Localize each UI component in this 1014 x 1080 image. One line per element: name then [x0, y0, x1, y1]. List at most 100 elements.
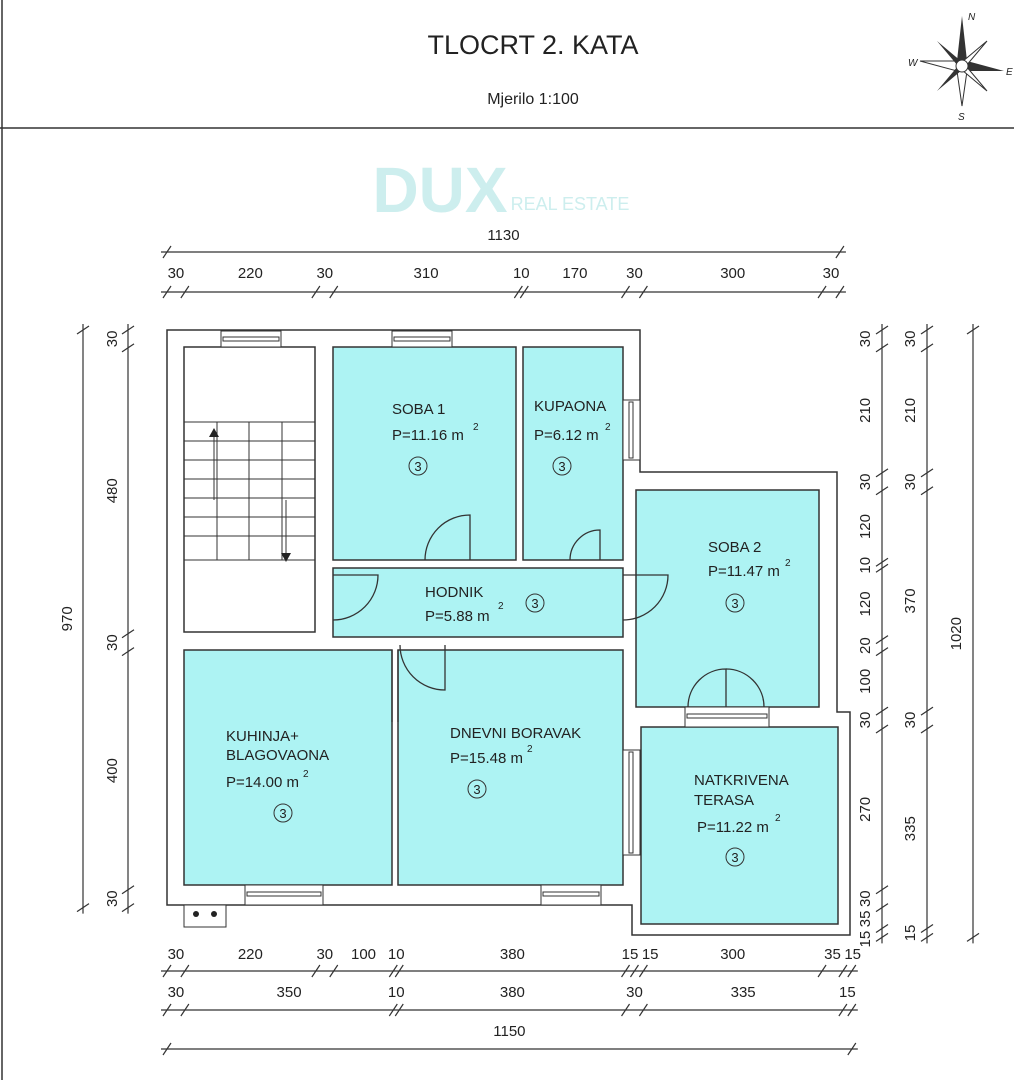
dimension-tick: [621, 964, 631, 978]
dimension-label: 30: [902, 474, 919, 491]
page-title: TLOCRT 2. KATA: [427, 30, 638, 60]
svg-text:2: 2: [473, 422, 479, 433]
dimension-tick: [329, 964, 339, 978]
dimension-tick: [162, 245, 172, 259]
dimension-tick: [920, 923, 934, 933]
dimension-label: 350: [277, 984, 302, 1001]
dimension-label: 30: [902, 712, 919, 729]
dimension-label: 30: [104, 634, 121, 651]
svg-text:3: 3: [279, 806, 286, 821]
dimension-tick: [638, 1003, 648, 1017]
dimension-tick: [875, 468, 889, 478]
dimension-tick: [513, 285, 523, 299]
dimension-label: 1150: [493, 1023, 525, 1040]
dimension-tick: [311, 964, 321, 978]
dimension-label: 120: [857, 514, 874, 539]
dimension-tick: [966, 932, 980, 942]
dimension-label: 100: [351, 946, 376, 963]
dimension-tick: [920, 343, 934, 353]
arrow-up-icon: [209, 428, 219, 437]
dimension-label: 30: [857, 712, 874, 729]
dimension-label: 1020: [948, 617, 965, 650]
room-label-kuhinja: KUHINJA+ BLAGOVAONA P=14.00 m 2 3: [226, 728, 329, 823]
svg-text:2: 2: [605, 422, 611, 433]
svg-text:HODNIK: HODNIK: [425, 584, 483, 601]
dimension-label: 15: [857, 931, 874, 948]
dimension-tick: [920, 932, 934, 942]
dimension-label: 30: [857, 890, 874, 907]
dimension-label: 30: [626, 984, 643, 1001]
dimension-label: 30: [626, 265, 643, 282]
dimension-tick: [875, 923, 889, 933]
dimension-tick: [621, 285, 631, 299]
dimension-label: 10: [857, 557, 874, 574]
dimension-label: 30: [168, 265, 185, 282]
room-label-kupaona: KUPAONA P=6.12 m 2 3: [534, 398, 611, 476]
dimension-tick: [76, 325, 90, 335]
dimension-label: 1130: [487, 227, 519, 244]
dimension-tick: [920, 468, 934, 478]
dimension-tick: [875, 486, 889, 496]
dimension-tick: [847, 1042, 857, 1056]
dimension-label: 335: [902, 816, 919, 841]
dimension-tick: [920, 325, 934, 335]
dimension-tick: [162, 1042, 172, 1056]
dimension-tick: [875, 343, 889, 353]
dimension-tick: [835, 245, 845, 259]
dimension-tick: [875, 557, 889, 567]
dimension-label: 300: [720, 946, 745, 963]
dimension-label: 220: [238, 265, 263, 282]
dimension-tick: [180, 1003, 190, 1017]
dimension-label: 300: [720, 265, 745, 282]
dimension-tick: [920, 724, 934, 734]
dimension-label: 100: [857, 669, 874, 694]
dimension-label: 970: [59, 606, 76, 631]
dimension-tick: [817, 964, 827, 978]
dimension-tick: [180, 964, 190, 978]
staircase: [183, 346, 316, 633]
dimension-tick: [121, 325, 135, 335]
svg-text:P=11.47 m: P=11.47 m: [708, 563, 780, 580]
dimension-tick: [388, 964, 398, 978]
dimension-tick: [920, 706, 934, 716]
dimension-tick: [638, 964, 648, 978]
dimension-label: 30: [316, 946, 333, 963]
dimension-tick: [875, 325, 889, 335]
svg-text:2: 2: [498, 601, 504, 612]
compass-rose-icon: N S E W: [908, 12, 1013, 123]
dimension-tick: [875, 885, 889, 895]
svg-text:2: 2: [775, 813, 781, 824]
svg-text:2: 2: [785, 558, 791, 569]
dimension-tick: [394, 964, 404, 978]
dimension-tick: [629, 964, 639, 978]
door-swings: [332, 514, 765, 722]
dimension-tick: [875, 647, 889, 657]
dimension-label: 30: [104, 890, 121, 907]
dimension-label: 10: [388, 984, 405, 1001]
dimension-tick: [621, 1003, 631, 1017]
room-label-soba-1: SOBA 1 P=11.16 m 2 3: [392, 401, 479, 476]
svg-text:3: 3: [414, 459, 421, 474]
dimension-tick: [394, 1003, 404, 1017]
dimension-label: 30: [857, 474, 874, 491]
dimension-tick: [388, 1003, 398, 1017]
dimension-tick: [121, 885, 135, 895]
dimension-label: 170: [562, 265, 587, 282]
dimension-label: 30: [857, 331, 874, 348]
dimension-tick: [311, 285, 321, 299]
dimension-label: 30: [168, 946, 185, 963]
dimension-tick: [121, 343, 135, 353]
dimension-tick: [162, 1003, 172, 1017]
svg-text:P=11.22 m: P=11.22 m: [697, 819, 769, 836]
svg-text:3: 3: [558, 459, 565, 474]
chimney: [183, 904, 227, 928]
dimension-tick: [875, 706, 889, 716]
dimension-tick: [838, 964, 848, 978]
dimension-label: 35: [857, 911, 874, 928]
svg-text:P=15.48 m: P=15.48 m: [450, 750, 523, 767]
dimension-tick: [847, 964, 857, 978]
dimension-label: 30: [823, 265, 840, 282]
dimension-label: 10: [513, 265, 530, 282]
dimension-label: 370: [902, 588, 919, 613]
